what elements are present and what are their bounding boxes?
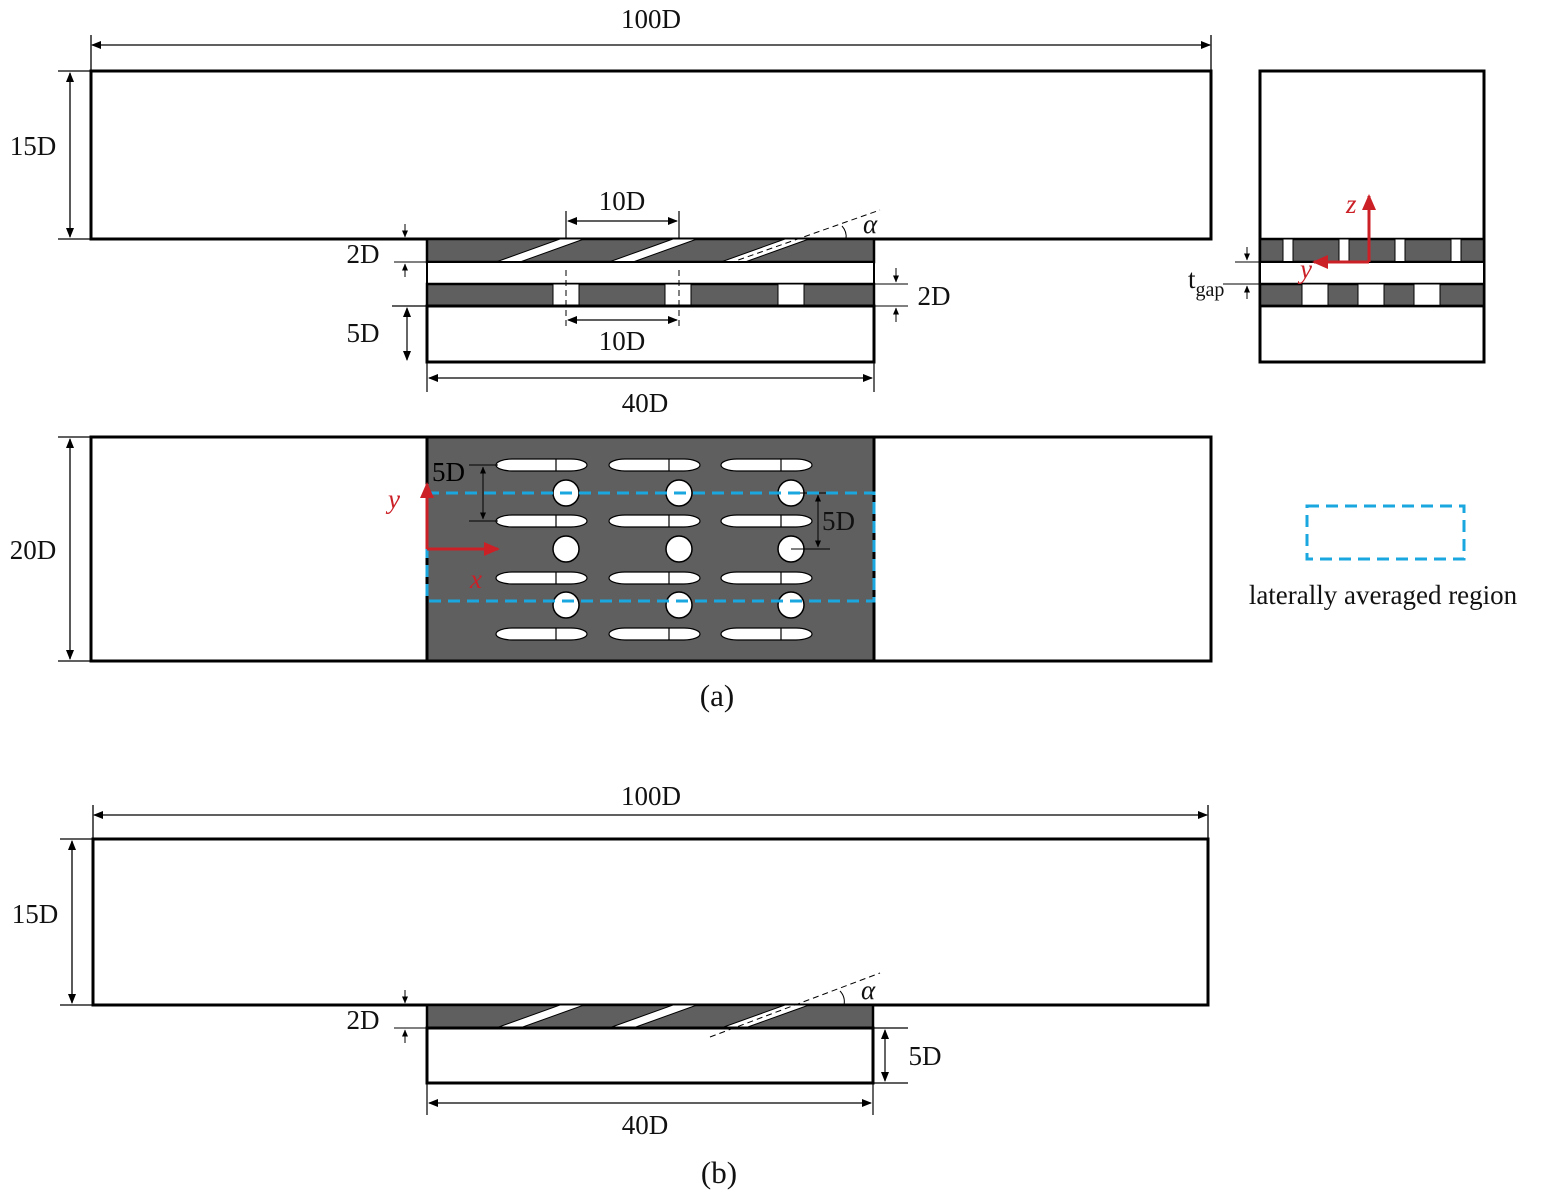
gap-channel (426, 261, 875, 285)
end-film-hole (1394, 238, 1406, 263)
impingement-hole (777, 283, 805, 307)
film-hole-outline (608, 514, 701, 528)
film-hole-outline (495, 627, 588, 641)
y-axis-label: y (1297, 254, 1312, 284)
film-hole-outline (608, 627, 701, 641)
plan-y-axis-label: y (385, 484, 400, 514)
end-impingement-hole (1357, 283, 1385, 307)
plan-x-axis-label: x (469, 564, 482, 594)
angle-arc (839, 990, 845, 1006)
film-hole-inner-lines (555, 459, 782, 640)
end-view-outline (1258, 69, 1486, 364)
end-film-plate (1258, 237, 1486, 264)
end-view: tgap z y (1188, 69, 1486, 364)
main-channel (89, 69, 1213, 241)
angle-reference-line (709, 972, 881, 1038)
height-label: 15D (10, 131, 57, 161)
side-view-a: 100D 15D α 10D 2D (10, 4, 1213, 418)
pitch-label-top: 10D (599, 186, 646, 216)
film-hole-array (495, 458, 813, 641)
film-hole-outline (608, 458, 701, 472)
plenum-b (425, 1026, 875, 1085)
impingement-hole (664, 283, 692, 307)
row-spacing-label-b: 5D (822, 506, 855, 536)
row-spacing-label-a: 5D (432, 457, 465, 487)
plate-thickness-label: 2D (347, 239, 380, 269)
end-impingement-hole (1301, 283, 1329, 307)
film-hole-outline (608, 571, 701, 585)
angle-reference-line (709, 209, 881, 271)
plenum-label: 5D (347, 318, 380, 348)
impingement-hole-circle (777, 591, 805, 619)
gap-label: tgap (1188, 264, 1224, 301)
film-hole-outline (495, 458, 588, 472)
film-hole-outline (720, 458, 813, 472)
end-film-hole (1338, 238, 1350, 263)
plenum (425, 304, 876, 364)
end-film-hole (1450, 238, 1462, 263)
end-film-hole (1282, 238, 1294, 263)
film-hole-outline (495, 571, 588, 585)
film-hole-outline (720, 571, 813, 585)
alpha-label: α (863, 209, 878, 239)
plenum-label-b: 5D (909, 1041, 942, 1071)
side-view-b: 100D 15D α 2D 5D 40D (12, 781, 1210, 1140)
end-impingement-hole (1413, 283, 1441, 307)
impingement-hole-circle (665, 591, 693, 619)
legend: laterally averaged region (1249, 504, 1518, 610)
width-label: 100D (621, 4, 681, 34)
impingement-hole-array (552, 479, 805, 619)
span-label: 20D (10, 535, 57, 565)
main-channel-b (91, 837, 1210, 1007)
width-label-b: 100D (621, 781, 681, 811)
impingement-hole-circle (665, 535, 693, 563)
angle-arc (841, 225, 847, 240)
film-hole-outline (495, 514, 588, 528)
end-gap (1259, 261, 1485, 285)
plan-view: 20D (10, 435, 1213, 663)
pitch-label-bottom: 10D (599, 326, 646, 356)
length-label-b: 40D (622, 1110, 669, 1140)
length-label: 40D (622, 388, 669, 418)
legend-label: laterally averaged region (1249, 580, 1518, 610)
caption-a: (a) (700, 678, 734, 713)
impingement-plate (425, 282, 876, 308)
impingement-hole-circle (552, 535, 580, 563)
height-label-b: 15D (12, 899, 59, 929)
impingement-hole-circle (552, 591, 580, 619)
alpha-label-b: α (861, 975, 876, 1005)
caption-b: (b) (701, 1155, 737, 1190)
z-axis-label: z (1345, 189, 1357, 219)
film-hole-outline (720, 627, 813, 641)
legend-swatch (1305, 504, 1466, 561)
impingement-thickness-label: 2D (918, 281, 951, 311)
plate-thickness-label-b: 2D (347, 1005, 380, 1035)
film-hole-outline (720, 514, 813, 528)
